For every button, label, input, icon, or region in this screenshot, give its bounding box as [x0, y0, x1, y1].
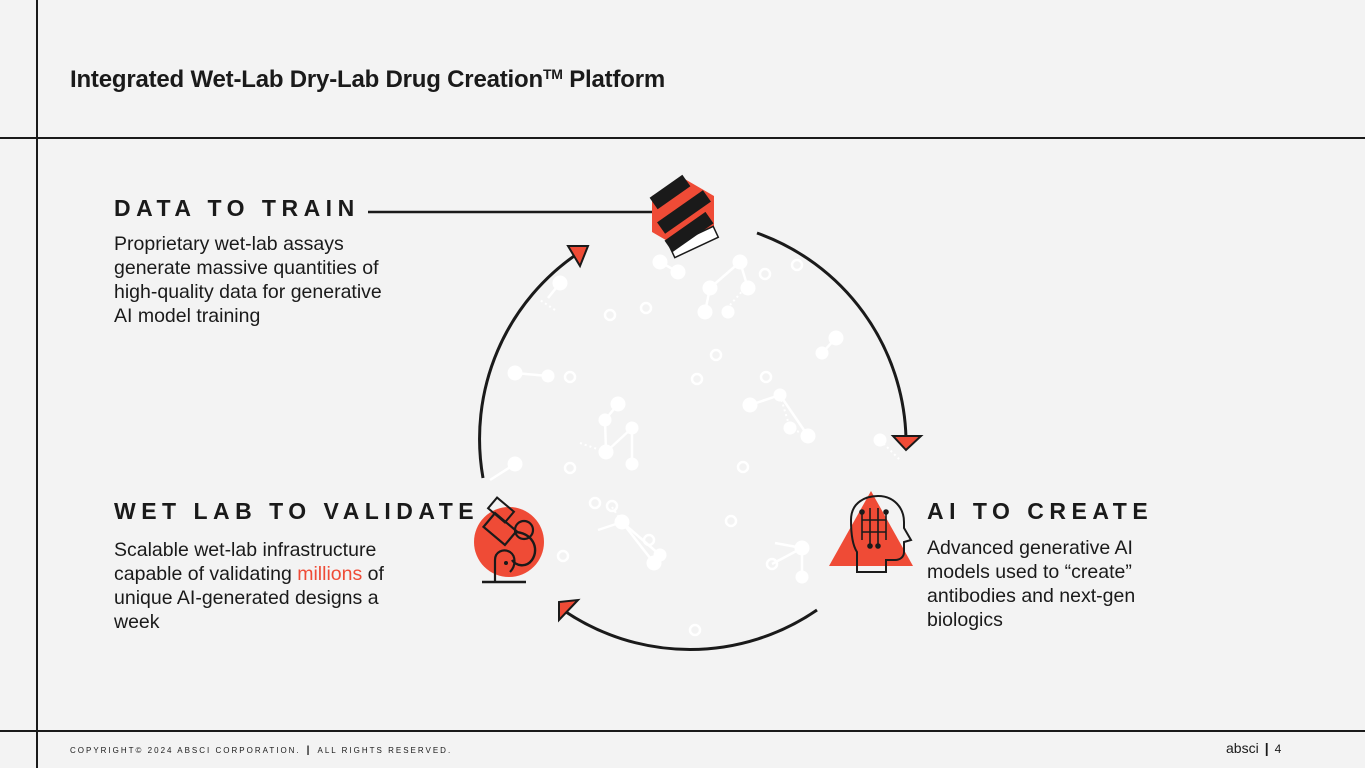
cycle-arcs	[478, 231, 908, 651]
sequencing-hexagon-icon	[649, 174, 720, 259]
footer-brand: absci|4	[1226, 740, 1282, 756]
left-divider	[36, 0, 38, 768]
footer-copyright: COPYRIGHT© 2024 ABSCI CORPORATION.|ALL R…	[70, 745, 453, 756]
slide-title: Integrated Wet-Lab Dry-Lab Drug Creation…	[70, 66, 665, 93]
brand-logo: absci	[1226, 740, 1259, 756]
millions-highlight: millions	[297, 563, 363, 585]
page-number: 4	[1274, 742, 1282, 756]
create-heading: AI TO CREATE	[927, 498, 1154, 524]
microscope-icon	[474, 496, 544, 584]
arc-create-to-validate	[562, 608, 818, 651]
train-heading: DATA TO TRAIN	[114, 195, 360, 221]
footer-divider	[0, 730, 1365, 732]
arc-train-to-create	[756, 231, 908, 439]
ai-brain-head-icon	[829, 491, 913, 573]
header-divider	[0, 137, 1365, 139]
molecule-network	[489, 254, 901, 637]
arc-validate-to-train	[478, 250, 581, 479]
arrowhead-down-icon	[890, 435, 924, 452]
train-description: Proprietary wet-lab assays generate mass…	[114, 233, 382, 327]
arrowhead-up-icon	[566, 245, 590, 269]
create-description: Advanced generative AI models used to “c…	[927, 537, 1136, 631]
arrowhead-left-icon	[558, 598, 581, 623]
validate-description: Scalable wet-lab infrastructure capable …	[114, 539, 384, 633]
validate-heading: WET LAB TO VALIDATE	[114, 498, 480, 524]
